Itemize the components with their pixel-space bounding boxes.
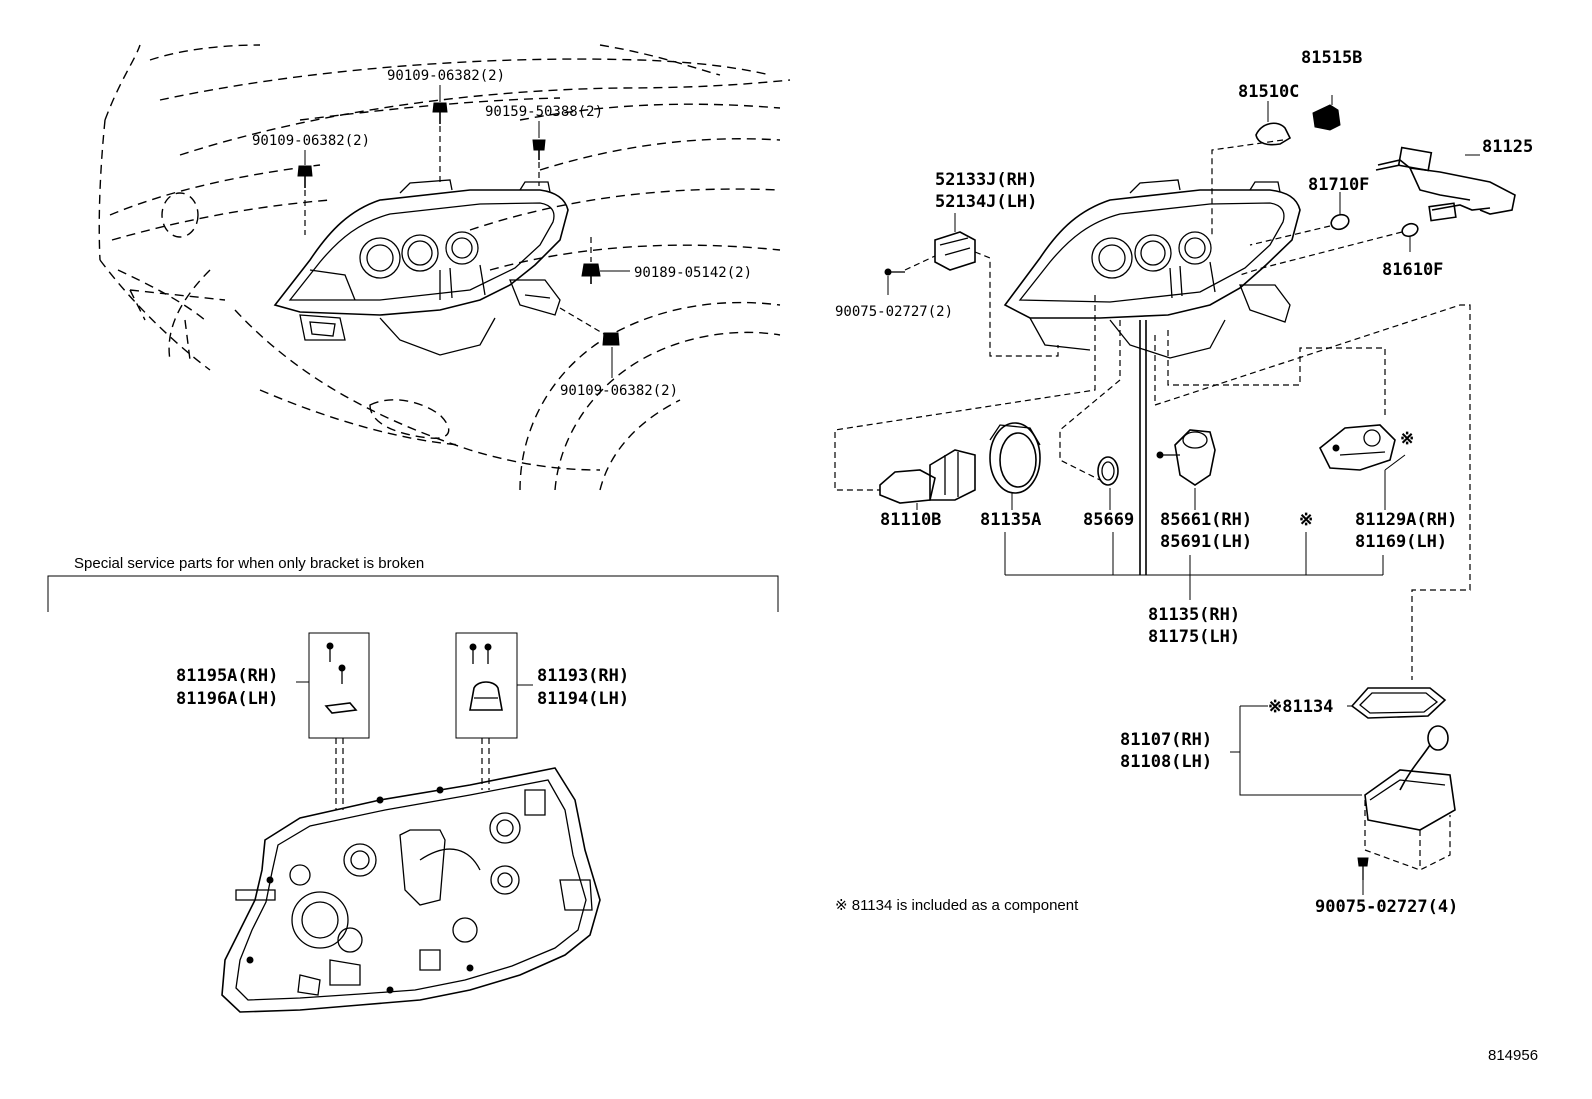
label-81134: ※81134 xyxy=(1268,697,1333,717)
o-ring-85669 xyxy=(1097,456,1119,510)
clip-icon xyxy=(581,237,601,284)
label-81110B: 81110B xyxy=(880,510,941,530)
headlamp-housing-rear xyxy=(221,767,601,1013)
label-81107: 81107(RH) xyxy=(1120,730,1212,750)
bulb-icon xyxy=(1330,192,1350,231)
label-81108: 81108(LH) xyxy=(1120,752,1212,772)
screw-icon xyxy=(532,139,546,186)
label-52133J: 52133J(RH) xyxy=(935,170,1037,190)
label-81129A: 81129A(RH) xyxy=(1355,510,1457,530)
label-bolt-left: 90109-06382(2) xyxy=(252,133,370,149)
label-81196A: 81196A(LH) xyxy=(176,689,278,709)
label-81175: 81175(LH) xyxy=(1148,627,1240,647)
bolt-icon xyxy=(297,165,313,235)
bracket-section-heading: Special service parts for when only brac… xyxy=(74,555,424,572)
socket-icon xyxy=(1312,95,1341,131)
footnote: ※ 81134 is included as a component xyxy=(835,897,1079,914)
label-81510C: 81510C xyxy=(1238,82,1299,102)
car-front-outline xyxy=(98,44,791,491)
bulb-81110B xyxy=(879,449,976,510)
label-bolt-lower: 90109-06382(2) xyxy=(560,383,678,399)
gasket-icon xyxy=(1350,687,1447,719)
label-81135A: 81135A xyxy=(980,510,1041,530)
label-85669: 85669 xyxy=(1083,510,1134,530)
label-81515B: 81515B xyxy=(1301,48,1362,68)
overview-callouts: 90109-06382(2) 90159-50388(2) 90109-0638… xyxy=(252,68,752,399)
overview-headlamp xyxy=(273,179,569,356)
label-clip-right: 90189-05142(2) xyxy=(634,265,752,281)
connector-group xyxy=(884,213,1059,357)
overview-fasteners xyxy=(297,102,620,346)
label-bolt-top: 90109-06382(2) xyxy=(387,68,505,84)
mark-component-mid: ※ xyxy=(1299,510,1313,530)
motor-81129A xyxy=(1318,424,1406,510)
bracket-section: Special service parts for when only brac… xyxy=(47,555,779,1013)
bracket-kit-box-left xyxy=(308,632,370,739)
bolt-icon xyxy=(432,102,448,185)
harness-icon xyxy=(1375,146,1516,222)
label-screw-top: 90159-50388(2) xyxy=(485,104,603,120)
label-90075-b: 90075-02727(4) xyxy=(1315,897,1458,917)
bolt-icon xyxy=(559,307,620,346)
label-90075-a: 90075-02727(2) xyxy=(835,304,953,320)
bracket-screw-icon xyxy=(324,642,358,714)
connector-icon xyxy=(934,231,976,271)
label-85661: 85661(RH) xyxy=(1160,510,1252,530)
actuator-85661 xyxy=(1156,429,1216,510)
screw-icon xyxy=(1357,857,1369,895)
top-right-parts xyxy=(1211,95,1516,276)
assembly-tree: 81135(RH) 81175(LH) xyxy=(1004,532,1384,647)
lower-row-labels: 81110B 81135A 85669 85661(RH) 85691(LH) … xyxy=(880,429,1457,552)
diagram-id: 814956 xyxy=(1488,1047,1538,1064)
socket-ring-81135A xyxy=(989,422,1041,510)
mark-component-right: ※ xyxy=(1400,429,1414,449)
label-52134J: 52134J(LH) xyxy=(935,192,1037,212)
label-81193: 81193(RH) xyxy=(537,666,629,686)
bracket-screw-icon xyxy=(469,643,503,711)
label-81169: 81169(LH) xyxy=(1355,532,1447,552)
label-81135: 81135(RH) xyxy=(1148,605,1240,625)
screw-icon xyxy=(884,268,905,276)
exploded-headlamp xyxy=(1003,179,1301,359)
label-81710F: 81710F xyxy=(1308,175,1369,195)
component-guides xyxy=(834,295,1471,680)
label-81610F: 81610F xyxy=(1382,260,1443,280)
bulb-icon xyxy=(1401,222,1419,252)
ballast-icon xyxy=(1364,725,1456,871)
label-85691: 85691(LH) xyxy=(1160,532,1252,552)
label-81125: 81125 xyxy=(1482,137,1533,157)
label-81195A: 81195A(RH) xyxy=(176,666,278,686)
label-81194: 81194(LH) xyxy=(537,689,629,709)
ballast-group: ※81134 81107(RH) 81108(LH) 90075-02727(4… xyxy=(1120,687,1458,917)
top-right-labels: 81515B 81510C 81125 81710F 81610F 52133J… xyxy=(835,48,1533,320)
bulb-icon xyxy=(1255,101,1292,146)
